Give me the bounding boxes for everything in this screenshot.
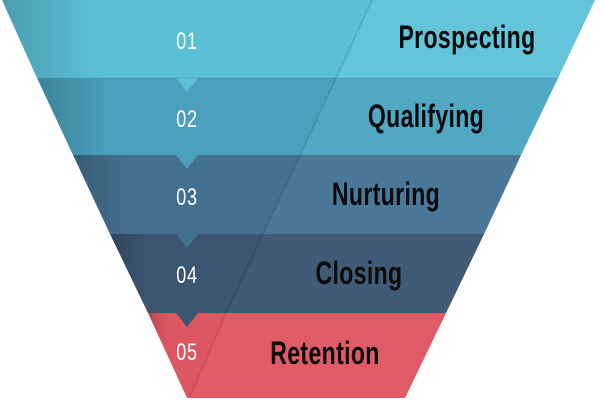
funnel-stage-4: [110, 233, 484, 314]
stage-label-1: Prospecting: [398, 19, 536, 55]
stage-number-3: 03: [176, 184, 198, 211]
funnel-stage-5: [148, 312, 446, 398]
stage-number-4: 04: [176, 262, 198, 289]
stage-label-5: Retention: [270, 335, 380, 371]
stage-number-1: 01: [176, 28, 198, 55]
stage-number-2: 02: [176, 106, 198, 133]
funnel-stage-3: [73, 154, 521, 235]
stage-label-3: Nurturing: [331, 176, 441, 212]
funnel-stage-1: [2, 0, 595, 79]
stage-label-4: Closing: [315, 255, 403, 291]
stage-label-2: Qualifying: [367, 98, 485, 134]
stage-number-5: 05: [176, 339, 198, 366]
funnel-stage-2: [37, 77, 558, 156]
